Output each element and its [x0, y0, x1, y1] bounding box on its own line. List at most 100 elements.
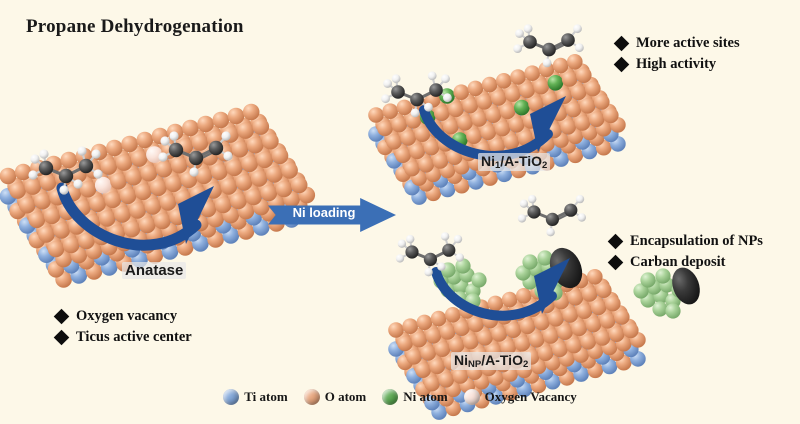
propylene-molecule-left [158, 131, 233, 177]
o-atom [466, 128, 482, 144]
o-atom [191, 134, 209, 151]
reaction-arrow-bottomright-head [534, 258, 570, 314]
ni1-label-main: Ni [481, 153, 495, 169]
o-atom [195, 167, 213, 185]
o-atom [241, 155, 258, 173]
o-atom [585, 80, 601, 97]
o-atom [98, 210, 116, 227]
o-atom [405, 113, 422, 129]
o-atom [382, 103, 399, 119]
o-atom [425, 328, 442, 344]
o-atom [78, 232, 95, 250]
o-atom [579, 98, 596, 114]
hydrogen-atom [517, 214, 527, 223]
o-atom [237, 122, 254, 139]
o-atom [144, 198, 162, 215]
o-atom [119, 187, 137, 205]
ni1-label-sub1: 1 [495, 160, 501, 172]
o-atom [150, 179, 167, 197]
bullet-encapsulation-of-nps: Encapsulation of NPs [607, 231, 763, 252]
ni-single-atom-slab: {"ox":376,"oy":115,"cols":15,"rows":5,"l… [368, 54, 626, 205]
ni-loading-label: Ni loading [292, 205, 356, 220]
o-atom [14, 163, 32, 181]
legend-label: O atom [324, 389, 367, 404]
bullet-label: Ticus active center [76, 329, 192, 346]
o-atom [524, 65, 540, 81]
ni-atom-swatch-icon [382, 389, 399, 405]
o-atom [508, 117, 525, 133]
o-atom [47, 240, 65, 258]
ni1-a-tio2-label: Ni1/A-TiO2 [478, 153, 551, 172]
propylene-molecule-topright [513, 24, 584, 68]
o-atom [519, 318, 536, 335]
o-atom [571, 320, 587, 337]
o-atom [462, 97, 479, 114]
o-atom [18, 196, 36, 214]
hydrogen-atom [427, 71, 437, 81]
diamond-bullet-icon [53, 308, 70, 325]
hydrogen-atom [523, 24, 533, 34]
bottom-right-bullets: Encapsulation of NPs Carban deposit [607, 231, 763, 273]
bullet-label: Oxygen vacancy [76, 308, 178, 324]
hydrogen-atom [519, 199, 529, 208]
o-atom [140, 164, 158, 182]
o-atom [227, 107, 245, 125]
o-atom [603, 107, 619, 124]
ni-nanoparticle-atom [640, 272, 656, 288]
o-atom [115, 154, 133, 171]
o-atom [182, 119, 199, 137]
reaction-arrow-bottomright [431, 267, 557, 321]
o-atom [226, 159, 243, 177]
hydrogen-atom [443, 93, 452, 103]
propane-molecule-topright [381, 71, 452, 118]
o-atom [445, 307, 461, 323]
o-atom [467, 80, 484, 97]
bullet-high-activity: High activity [613, 54, 740, 75]
reaction-arrow-topright-head [530, 96, 566, 152]
o-atom [79, 180, 97, 198]
o-atom [557, 324, 573, 341]
carbon-atom [527, 205, 541, 219]
hydrogen-atom [455, 253, 464, 262]
o-atom [388, 322, 404, 338]
reaction-arrows [56, 96, 570, 321]
o-atom [414, 126, 431, 142]
o-atom [9, 182, 26, 199]
carbon-atom [38, 160, 54, 176]
o-atom [452, 368, 469, 384]
o-atom [420, 345, 437, 361]
legend-item-oxygen-vacancy: Oxygen Vacancy [463, 389, 577, 405]
hydrogen-atom [28, 170, 38, 180]
o-atom [614, 309, 630, 325]
hydrogen-atom [158, 152, 168, 162]
o-atom [463, 333, 479, 350]
ni-nanoparticle-atom [633, 283, 649, 299]
diamond-bullet-icon [607, 254, 624, 271]
o-atom [585, 316, 602, 333]
hydrogen-atom [515, 29, 524, 38]
o-atom [235, 174, 253, 191]
o-atom [574, 115, 591, 131]
o-atom [409, 143, 426, 160]
bullet-carban-deposit: Carban deposit [607, 252, 763, 273]
o-atom [89, 195, 106, 213]
legend-label: Oxygen Vacancy [484, 389, 577, 404]
o-atom [155, 160, 173, 178]
hydrogen-atom [406, 234, 415, 244]
carbon-atom [429, 83, 443, 97]
hydrogen-atom [453, 234, 463, 244]
hydrogen-atom [513, 44, 522, 53]
o-atom [250, 170, 268, 187]
left-panel-bullets: Oxygen vacancy Ticus active center [53, 306, 192, 348]
o-atom [400, 130, 417, 146]
o-atom [471, 111, 488, 127]
o-atom [494, 120, 511, 137]
o-atom [543, 328, 559, 344]
hydrogen-atom [383, 79, 392, 88]
o-atom [480, 124, 497, 141]
hydrogen-atom [39, 149, 49, 159]
diamond-bullet-icon [607, 233, 624, 250]
ni-nanoparticle-atom [515, 265, 531, 281]
o-atom [594, 330, 611, 346]
ni-nanoparticle-atom [522, 254, 538, 270]
